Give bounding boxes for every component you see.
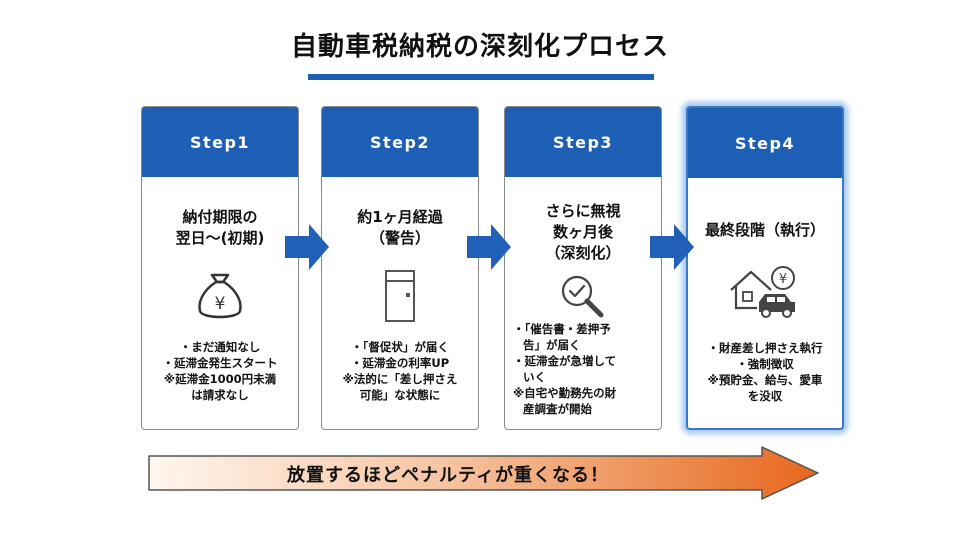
step2-bullets: ・「督促状」が届く ・延滞金の利率UP ※法的に「差し押さえ 可能」な状態に xyxy=(322,339,478,403)
step3-heading-line3: （深刻化） xyxy=(545,244,621,262)
step2-bullet: 可能」な状態に xyxy=(359,388,441,402)
step4-bullet: ・財産差し押さえ執行 xyxy=(707,341,823,355)
step4-heading-line1: 最終段階（執行） xyxy=(704,221,825,239)
step2-heading: 約1ヶ月経過 （警告） xyxy=(322,207,478,249)
step-arrow-3-4 xyxy=(650,224,694,270)
step3-bullet: いく xyxy=(523,370,546,384)
step3-bullet: ・「催告書・差押予 xyxy=(513,322,611,336)
step1-heading: 納付期限の 翌日～(初期) xyxy=(142,207,298,249)
step4-bullets: ・財産差し押さえ執行 ・強制徴収 ※預貯金、給与、愛車 を没収 xyxy=(688,340,842,404)
penalty-banner-text: 放置するほどペナルティが重くなる！ xyxy=(287,465,609,486)
step1-bullet: ※延滞金1000円未満 xyxy=(163,372,277,386)
step3-header: Step3 xyxy=(505,107,661,177)
step1-bullet: ・まだ通知なし xyxy=(179,340,261,354)
penalty-gradient-arrow xyxy=(148,446,819,500)
step3-bullet: 産調査が開始 xyxy=(523,402,592,416)
step1-bullets: ・まだ通知なし ・延滞金発生スタート ※延滞金1000円未満 は請求なし xyxy=(142,339,298,403)
step3-card: Step3 さらに無視 数ヶ月後 （深刻化） ・「催告書・差押予 告」が届く ・… xyxy=(504,106,662,430)
step2-bullet: ※法的に「差し押さえ xyxy=(342,372,458,386)
step4-heading: 最終段階（執行） xyxy=(688,220,842,241)
step3-bullet: ・延滞金が急増して xyxy=(513,354,617,368)
step3-heading-line2: 数ヶ月後 xyxy=(552,223,613,241)
step3-bullets: ・「催告書・差押予 告」が届く ・延滞金が急増して いく ※自宅や勤務先の財 産… xyxy=(505,321,661,417)
step1-bullet: は請求なし xyxy=(191,388,249,402)
step2-bullet: ・「督促状」が届く xyxy=(351,340,449,354)
step1-header: Step1 xyxy=(142,107,298,177)
magnifier-check-icon xyxy=(505,271,661,321)
step1-heading-line2: 翌日～(初期) xyxy=(175,229,265,247)
step2-heading-line2: （警告） xyxy=(369,229,430,247)
step1-card: Step1 納付期限の 翌日～(初期) ¥ ・まだ通知なし ・延滞金発生スタート… xyxy=(141,106,299,430)
step2-bullet: ・延滞金の利率UP xyxy=(350,356,450,370)
step1-heading-line1: 納付期限の xyxy=(182,208,258,226)
envelope-icon xyxy=(322,267,478,325)
step3-heading-line1: さらに無視 xyxy=(545,202,621,220)
page-title: 自動車税納税の深刻化プロセス xyxy=(290,32,669,62)
svg-text:¥: ¥ xyxy=(779,272,787,287)
house-car-yen-icon: ¥ xyxy=(688,262,842,320)
title-underline xyxy=(308,74,654,80)
step1-bullet: ・延滞金発生スタート xyxy=(162,356,278,370)
step3-bullet: 告」が届く xyxy=(523,338,581,352)
step2-heading-line1: 約1ヶ月経過 xyxy=(357,208,443,226)
step-arrow-2-3 xyxy=(467,224,511,270)
step4-bullet: ※預貯金、給与、愛車 xyxy=(707,373,823,387)
step4-card: Step4 最終段階（執行） ¥ ・財産差し押さえ執行 ・強制徴収 ※預貯金、給… xyxy=(686,106,844,430)
money-bag-yen-icon: ¥ xyxy=(142,267,298,323)
step4-bullet: を没収 xyxy=(747,389,783,403)
step4-header: Step4 xyxy=(688,108,842,178)
step3-heading: さらに無視 数ヶ月後 （深刻化） xyxy=(505,201,661,264)
svg-text:¥: ¥ xyxy=(215,294,226,314)
step3-bullet: ※自宅や勤務先の財 xyxy=(513,386,617,400)
step2-header: Step2 xyxy=(322,107,478,177)
step4-bullet: ・強制徴収 xyxy=(736,357,794,371)
step2-card: Step2 約1ヶ月経過 （警告） ・「督促状」が届く ・延滞金の利率UP ※法… xyxy=(321,106,479,430)
step-arrow-1-2 xyxy=(285,224,329,270)
